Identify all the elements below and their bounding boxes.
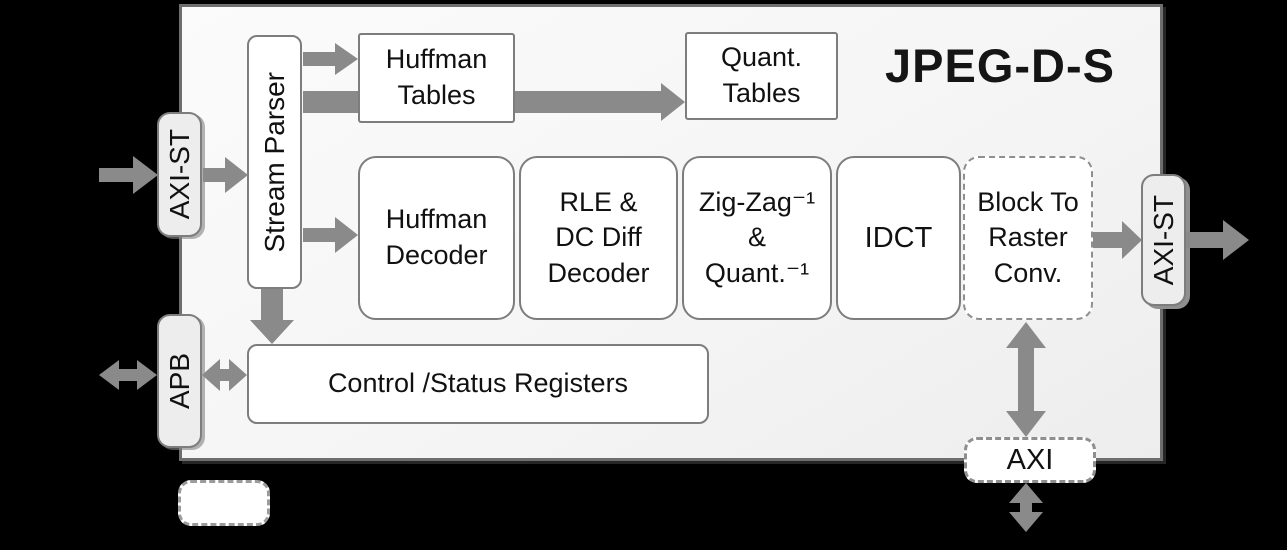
zigzag-inv-quant-block: Zig-Zag⁻¹ & Quant.⁻¹: [682, 156, 832, 320]
arrow-shaft: [303, 91, 358, 113]
huffman-tables-block: Huffman Tables: [358, 33, 515, 123]
axi-st-out-label: AXI-ST: [1147, 194, 1179, 286]
axi-label: AXI: [1006, 443, 1054, 476]
arrow-shaft: [261, 289, 283, 320]
quant-tables-block: Quant. Tables: [685, 32, 838, 120]
arrowhead-right-icon: [1223, 220, 1249, 260]
quant-tables-label: Quant. Tables: [720, 42, 803, 108]
idct-label: IDCT: [864, 221, 933, 254]
arrowhead-right-icon: [225, 157, 248, 193]
idct-block: IDCT: [836, 156, 961, 320]
axi-st-in-label: AXI-ST: [163, 129, 195, 220]
arrowhead-left-icon: [202, 359, 220, 391]
arrow-shaft: [303, 52, 335, 66]
arrow-shaft: [119, 369, 137, 381]
rle-dc-diff-decoder-block: RLE & DC Diff Decoder: [519, 156, 678, 320]
arrow-shaft: [303, 228, 335, 242]
axi-st-out-port: AXI-ST: [1141, 174, 1186, 306]
arrowhead-up-icon: [1009, 483, 1043, 503]
arrow-shaft: [218, 369, 231, 381]
module-title: JPEG-D-S: [885, 39, 1115, 92]
stream-parser-label: Stream Parser: [258, 71, 290, 253]
arrow-shaft: [99, 168, 133, 182]
huffman-decoder-label: Huffman Decoder: [385, 204, 488, 270]
stream-parser-block: Stream Parser: [247, 35, 302, 289]
huffman-tables-label: Huffman Tables: [385, 44, 488, 110]
apb-port: APB: [157, 314, 202, 448]
arrow-shaft: [203, 168, 225, 182]
axi-port: AXI: [964, 437, 1096, 483]
arrowhead-right-icon: [335, 217, 358, 253]
zigzag-inv-quant-label: Zig-Zag⁻¹ & Quant.⁻¹: [698, 186, 816, 288]
arrowhead-right-icon: [229, 359, 247, 391]
block-to-raster-conv-block: Block To Raster Conv.: [963, 156, 1093, 320]
arrowhead-right-icon: [133, 156, 158, 194]
arrow-shaft: [1018, 348, 1034, 411]
arrowhead-down-icon: [250, 320, 294, 344]
rle-dc-diff-decoder-label: RLE & DC Diff Decoder: [547, 186, 650, 288]
arrowhead-right-icon: [335, 43, 358, 75]
optional-block-legend-box: [178, 480, 270, 526]
huffman-decoder-block: Huffman Decoder: [358, 156, 515, 320]
control-status-registers-label: Control /Status Registers: [327, 368, 629, 399]
arrowhead-down-icon: [1006, 411, 1046, 437]
apb-label: APB: [163, 352, 195, 410]
axi-st-in-port: AXI-ST: [157, 112, 202, 237]
arrowhead-down-icon: [1009, 512, 1043, 532]
arrow-shaft: [1093, 232, 1122, 248]
arrowhead-right-icon: [137, 360, 157, 390]
control-status-registers-block: Control /Status Registers: [247, 344, 709, 424]
arrowhead-right-icon: [661, 83, 685, 121]
arrow-shaft: [515, 91, 661, 113]
block-to-raster-conv-label: Block To Raster Conv.: [977, 186, 1079, 288]
arrow-shaft: [1186, 232, 1223, 248]
arrowhead-left-icon: [99, 360, 119, 390]
arrowhead-right-icon: [1122, 221, 1142, 259]
arrowhead-up-icon: [1006, 322, 1046, 348]
arrow-shaft: [1020, 503, 1032, 512]
